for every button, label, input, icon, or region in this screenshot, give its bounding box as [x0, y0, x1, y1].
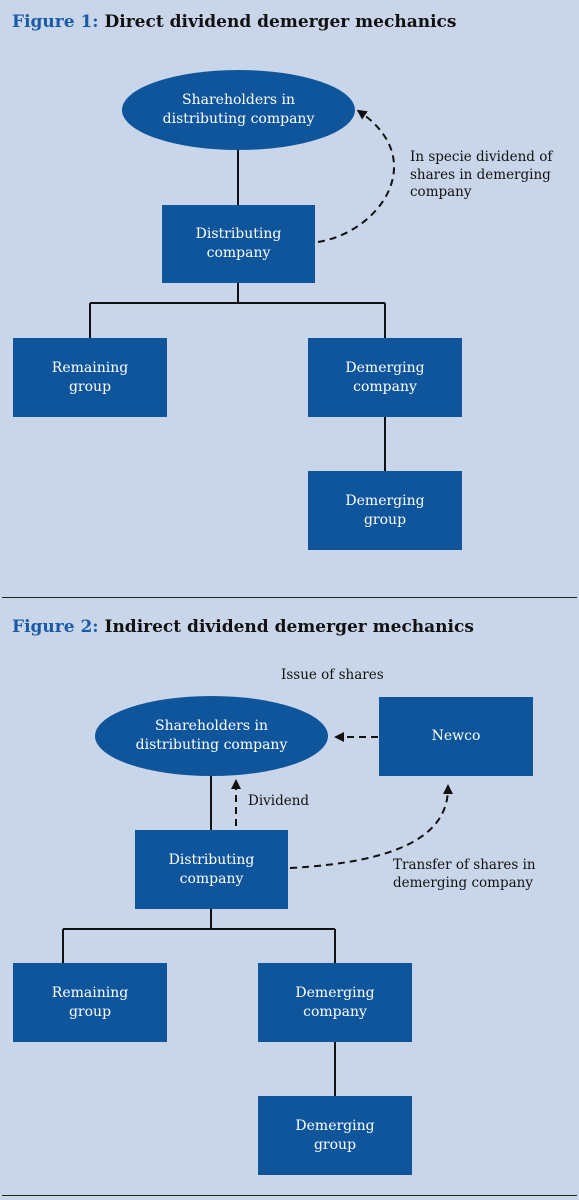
figure-1-title: Figure 1: Direct dividend demerger mecha…	[12, 12, 456, 32]
fig1-dividend-label: In specie dividend of shares in demergin…	[410, 149, 553, 201]
fig2-newco-node: Newco	[379, 697, 533, 776]
fig2-shareholders-node: Shareholders in distributing company	[95, 696, 328, 776]
fig1-distributing-company-node: Distributing company	[162, 205, 315, 283]
fig2-transfer-label: Transfer of shares in demerging company	[393, 857, 536, 891]
figure-2-number: Figure 2:	[12, 617, 99, 637]
bottom-border	[2, 1195, 577, 1196]
fig2-distributing-company-node: Distributing company	[135, 830, 288, 909]
fig1-remaining-group-node: Remaining group	[13, 338, 167, 417]
figure-1-title-text: Direct dividend demerger mechanics	[104, 12, 457, 32]
fig2-remaining-group-node: Remaining group	[13, 963, 167, 1042]
figure-2-title: Figure 2: Indirect dividend demerger mec…	[12, 617, 474, 637]
fig1-demerging-company-node: Demerging company	[308, 338, 462, 417]
fig2-dividend-label: Dividend	[248, 793, 310, 809]
fig2-transfer-arrow	[289, 784, 453, 869]
fig1-demerging-group-node: Demerging group	[308, 471, 462, 550]
figure-divider	[2, 597, 577, 598]
fig2-demerging-group-node: Demerging group	[258, 1096, 412, 1175]
fig1-shareholders-node: Shareholders in distributing company	[122, 70, 355, 150]
fig2-demerging-company-node: Demerging company	[258, 963, 412, 1042]
figure-2-title-text: Indirect dividend demerger mechanics	[104, 617, 474, 637]
figure-1-number: Figure 1:	[12, 12, 99, 32]
fig1-dividend-arrow	[317, 109, 395, 243]
fig2-issue-label: Issue of shares	[281, 667, 384, 683]
